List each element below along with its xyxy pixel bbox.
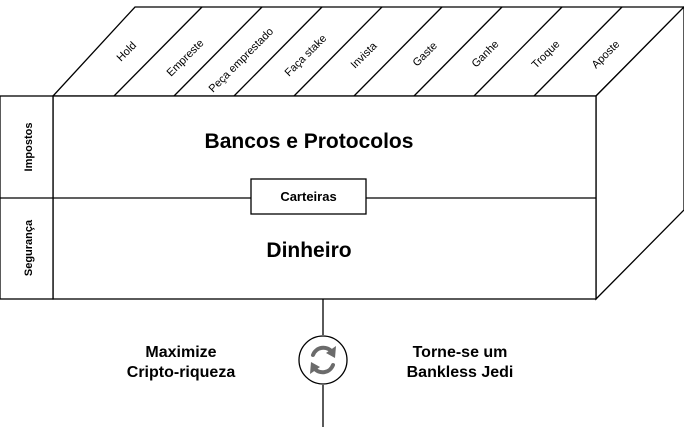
side-label-impostos: Impostos <box>23 123 35 172</box>
wallet-box <box>250 178 367 215</box>
goal-left-line2: Cripto-riqueza <box>127 364 236 381</box>
top-face-dividers <box>113 6 623 97</box>
side-label-seguranca: Segurança <box>23 219 35 276</box>
goal-right-line2: Bankless Jedi <box>407 364 514 381</box>
wallet-label: Carteiras <box>280 189 336 204</box>
layer-label-banks: Bancos e Protocolos <box>205 130 414 153</box>
goal-right-line1: Torne-se um <box>413 344 508 361</box>
cycle-arrows-icon <box>298 335 348 385</box>
layer-label-money: Dinheiro <box>266 239 351 262</box>
goal-left-line1: Maximize <box>145 344 216 361</box>
